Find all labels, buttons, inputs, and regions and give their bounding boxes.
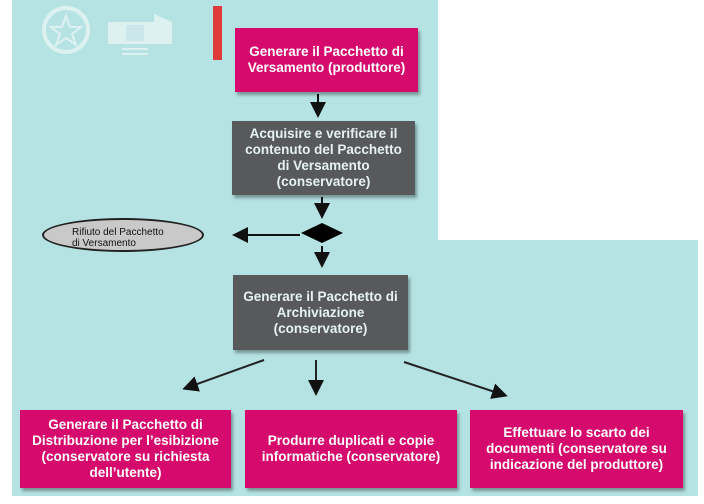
white-strip (698, 240, 704, 504)
eu-logo-icon (108, 14, 172, 55)
arrow (182, 359, 265, 392)
output-discard: Effettuare lo scarto dei documenti (cons… (470, 410, 683, 488)
arrow (403, 361, 508, 399)
step-verify-sip: Acquisire e verificare il contenuto del … (232, 121, 415, 195)
output-duplicates: Produrre duplicati e copie informatiche … (245, 410, 457, 488)
step-generate-sip: Generare il Pacchetto di Versamento (pro… (235, 28, 418, 92)
white-overlay (438, 0, 704, 240)
emblem-icon (42, 6, 90, 54)
reject-sip-ellipse: Rifiuto del Pacchetto di Versamento (42, 218, 204, 252)
red-accent-bar (213, 6, 222, 60)
step-generate-aip: Generare il Pacchetto di Archiviazione (… (233, 275, 408, 350)
output-dip: Generare il Pacchetto di Distribuzione p… (20, 410, 231, 488)
decision-diamond (301, 223, 343, 243)
